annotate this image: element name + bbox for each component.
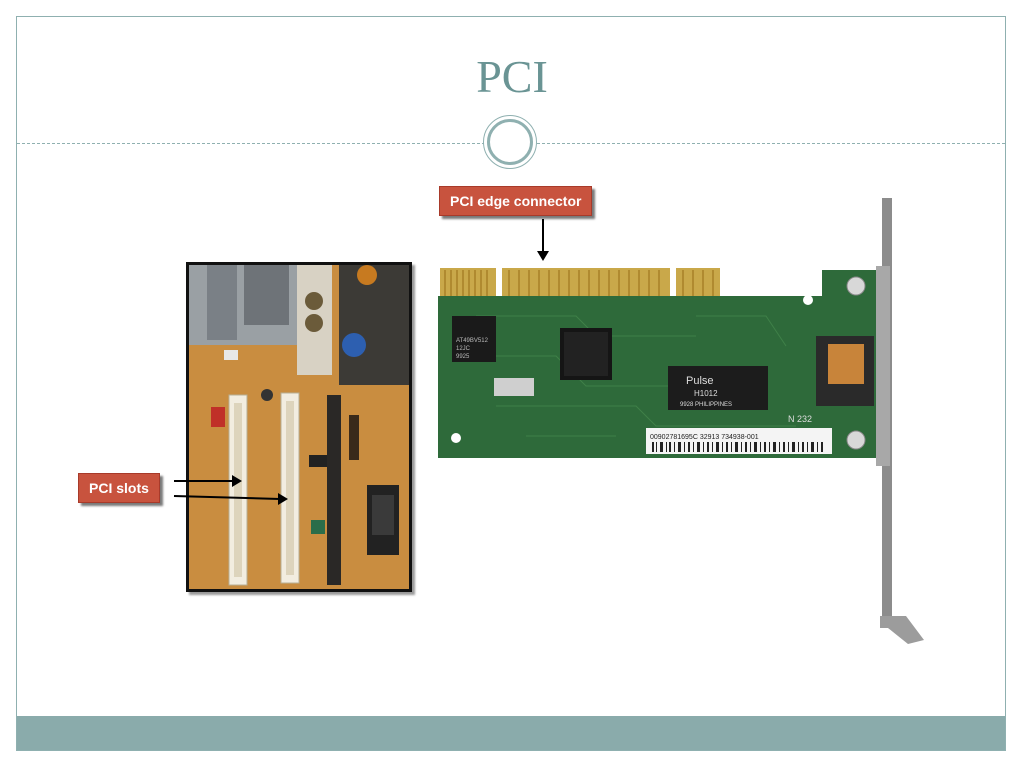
slots-arrows-icon <box>173 475 288 505</box>
pulse-sub-text: 9928 PHILIPPINES <box>680 402 732 408</box>
chip-label-line1: AT49BV512 <box>456 338 489 344</box>
board-code-text: N 232 <box>788 414 812 424</box>
edge-connector-arrow-icon <box>537 219 549 261</box>
motherboard-illustration <box>189 265 409 589</box>
edge-connector-callout: PCI edge connector <box>439 186 593 216</box>
pulse-part-text: H1012 <box>694 389 718 398</box>
slide-title: PCI <box>476 51 548 102</box>
motherboard-photo <box>186 262 412 592</box>
pci-card-illustration: AT49BV512 12JC 9925 Pulse H1012 9928 PHI… <box>438 198 924 644</box>
slots-callout: PCI slots <box>78 473 160 503</box>
footer-bar <box>17 716 1005 750</box>
pulse-brand-text: Pulse <box>686 375 714 387</box>
pci-card-photo: AT49BV512 12JC 9925 Pulse H1012 9928 PHI… <box>436 196 932 655</box>
title-ornament-ring-icon <box>487 119 533 165</box>
chip-label-line3: 9925 <box>456 354 470 360</box>
barcode-text: 00902781695C 32913 734938-001 <box>650 434 759 441</box>
chip-label-line2: 12JC <box>456 346 471 352</box>
